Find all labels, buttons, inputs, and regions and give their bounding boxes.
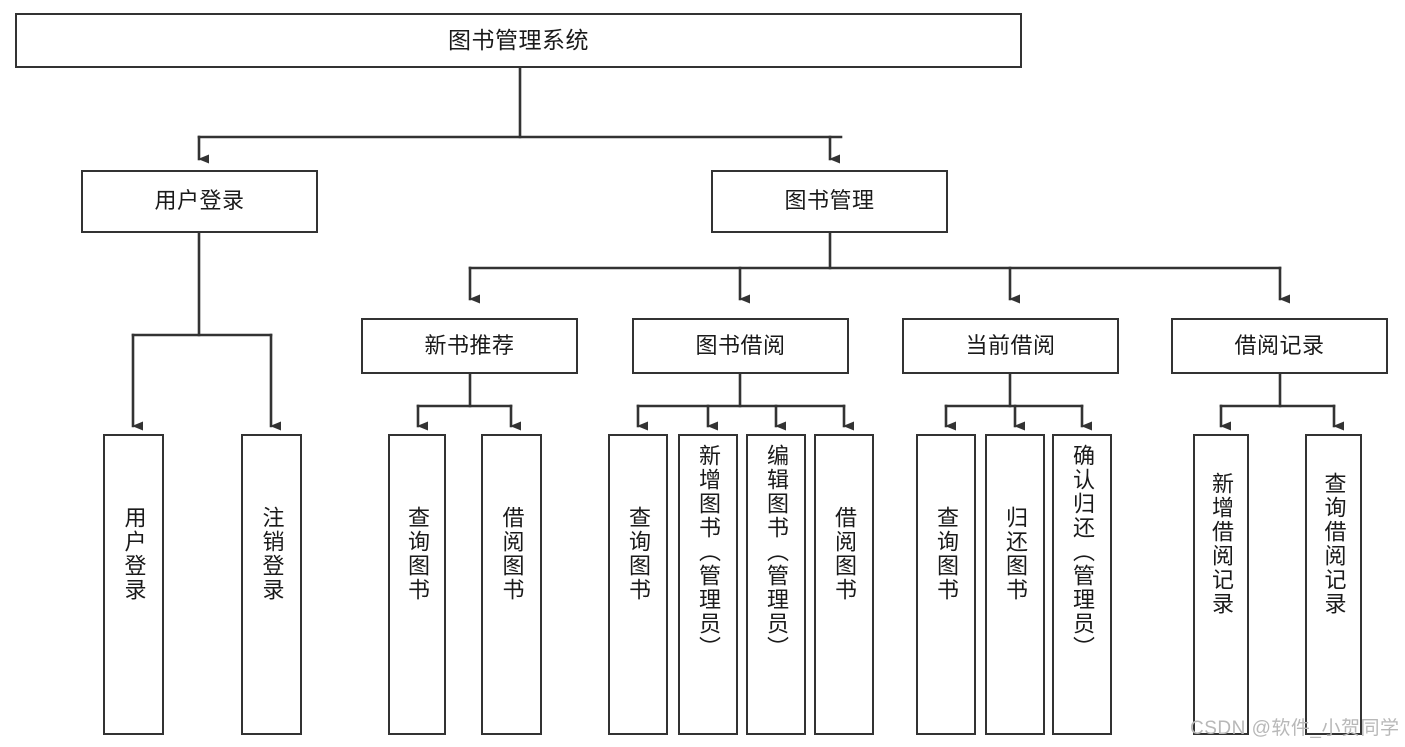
node-leaf-query-book-3[interactable]: 查询图书 bbox=[916, 434, 976, 735]
node-book-borrow-label: 图书借阅 bbox=[695, 332, 786, 358]
node-leaf-confirm-return-label: 确认归还（管理员） bbox=[1070, 444, 1095, 660]
node-leaf-query-record[interactable]: 查询借阅记录 bbox=[1305, 434, 1362, 735]
node-user-login-label: 用户登录 bbox=[154, 188, 245, 214]
node-leaf-borrow-book-1[interactable]: 借阅图书 bbox=[481, 434, 542, 735]
node-borrow-record-label: 借阅记录 bbox=[1234, 332, 1325, 358]
node-leaf-query-book-3-label: 查询图书 bbox=[934, 506, 959, 602]
node-book-borrow[interactable]: 图书借阅 bbox=[632, 318, 849, 374]
node-leaf-query-book-1-label: 查询图书 bbox=[405, 506, 430, 602]
node-leaf-query-record-label: 查询借阅记录 bbox=[1321, 472, 1347, 616]
node-current-borrow[interactable]: 当前借阅 bbox=[902, 318, 1119, 374]
node-user-login[interactable]: 用户登录 bbox=[81, 170, 318, 233]
node-leaf-add-record-label: 新增借阅记录 bbox=[1209, 472, 1234, 616]
node-leaf-edit-book-label: 编辑图书（管理员） bbox=[764, 444, 789, 660]
node-leaf-user-login-label: 用户登录 bbox=[121, 506, 147, 602]
node-leaf-add-record[interactable]: 新增借阅记录 bbox=[1193, 434, 1249, 735]
node-leaf-confirm-return[interactable]: 确认归还（管理员） bbox=[1052, 434, 1112, 735]
node-borrow-record[interactable]: 借阅记录 bbox=[1171, 318, 1388, 374]
node-leaf-logout-label: 注销登录 bbox=[259, 506, 285, 602]
node-new-book-rec-label: 新书推荐 bbox=[424, 332, 515, 358]
node-leaf-logout[interactable]: 注销登录 bbox=[241, 434, 302, 735]
node-book-manage[interactable]: 图书管理 bbox=[711, 170, 948, 233]
node-root[interactable]: 图书管理系统 bbox=[15, 13, 1022, 68]
node-new-book-rec[interactable]: 新书推荐 bbox=[361, 318, 578, 374]
node-root-label: 图书管理系统 bbox=[448, 26, 589, 53]
node-book-manage-label: 图书管理 bbox=[784, 188, 875, 214]
node-leaf-borrow-book-1-label: 借阅图书 bbox=[499, 506, 525, 602]
node-current-borrow-label: 当前借阅 bbox=[965, 332, 1056, 358]
node-leaf-borrow-book-2-label: 借阅图书 bbox=[832, 506, 857, 602]
node-leaf-return-book-label: 归还图书 bbox=[1003, 506, 1028, 602]
node-leaf-add-book[interactable]: 新增图书（管理员） bbox=[678, 434, 738, 735]
node-leaf-query-book-2[interactable]: 查询图书 bbox=[608, 434, 668, 735]
node-leaf-borrow-book-2[interactable]: 借阅图书 bbox=[814, 434, 874, 735]
node-leaf-edit-book[interactable]: 编辑图书（管理员） bbox=[746, 434, 806, 735]
node-leaf-user-login[interactable]: 用户登录 bbox=[103, 434, 164, 735]
node-leaf-return-book[interactable]: 归还图书 bbox=[985, 434, 1045, 735]
node-leaf-query-book-1[interactable]: 查询图书 bbox=[388, 434, 446, 735]
node-leaf-query-book-2-label: 查询图书 bbox=[626, 506, 651, 602]
node-leaf-add-book-label: 新增图书（管理员） bbox=[696, 444, 721, 660]
